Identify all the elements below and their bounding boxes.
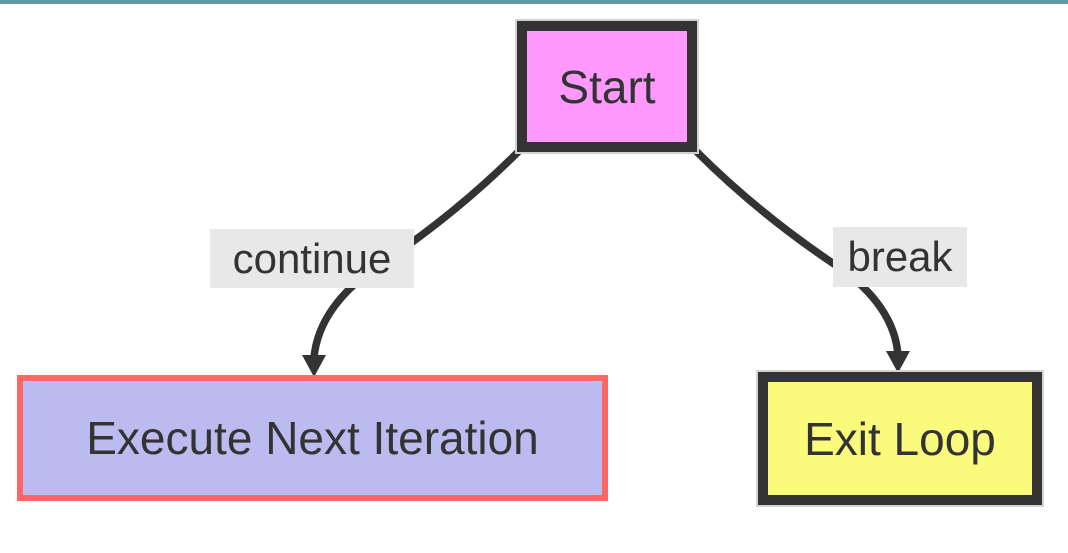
node-start-label: Start [558, 60, 656, 113]
edge-break-line [692, 147, 902, 360]
node-exit-loop: Exit Loop [758, 372, 1042, 505]
edge-continue-arrowhead-icon [302, 355, 326, 377]
edge-label-continue-text: continue [232, 234, 392, 282]
edge-break-arrowhead-icon [886, 351, 910, 373]
edge-label-break: break [833, 227, 967, 287]
top-accent-bar [0, 0, 1068, 4]
node-exit-loop-label: Exit Loop [804, 412, 996, 465]
node-start: Start [517, 21, 697, 152]
edge-label-continue: continue [210, 229, 414, 288]
node-execute-next-iteration-label: Execute Next Iteration [86, 412, 539, 464]
edge-label-break-text: break [847, 233, 953, 280]
node-execute-next-iteration: Execute Next Iteration [17, 375, 608, 501]
